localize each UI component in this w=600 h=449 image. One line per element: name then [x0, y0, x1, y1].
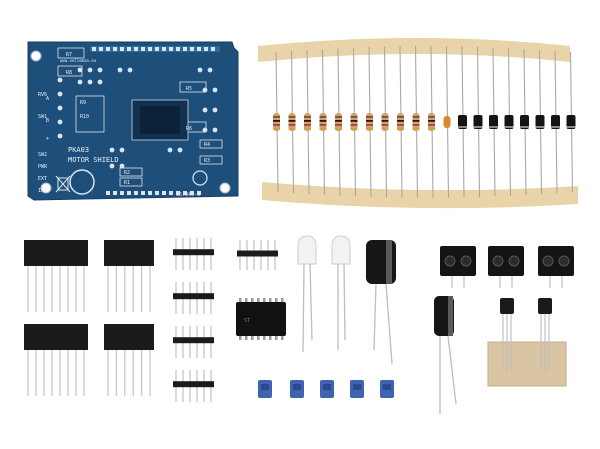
pcb-label: R7	[66, 52, 72, 58]
transistors-on-thermal-pad	[487, 298, 567, 387]
pcb-label: R5	[186, 86, 192, 92]
pin-header	[173, 282, 214, 314]
pcb-label: PWR	[38, 164, 48, 170]
svg-text:ST: ST	[244, 318, 250, 324]
stacking-header	[104, 240, 154, 312]
screw-terminal	[538, 246, 574, 288]
diode	[551, 115, 560, 129]
pcb-label: EXT	[38, 176, 47, 182]
pcb-label: R2	[124, 170, 130, 176]
screw-terminal	[440, 246, 476, 288]
pcb-label: R10	[80, 114, 89, 120]
diode	[520, 115, 529, 129]
pin-header	[173, 370, 214, 402]
pcb-label: INT	[38, 188, 47, 194]
pin-header	[173, 238, 214, 270]
jumper-cap	[350, 380, 364, 398]
pin-header	[237, 240, 278, 270]
taped-resistors-and-diodes	[273, 46, 576, 198]
pcb-label: SW2	[38, 152, 47, 158]
pcb-label: +	[46, 136, 49, 142]
pin-headers	[173, 238, 278, 402]
pcb-label: SW1	[38, 114, 47, 120]
diode	[473, 115, 483, 129]
pcb-website: www.velleman.eu	[60, 58, 97, 63]
diode	[489, 115, 498, 129]
electrolytic-capacitor-large	[366, 240, 396, 365]
pcb-label: R8	[66, 70, 72, 76]
electrolytic-capacitor-small	[434, 296, 457, 414]
pcb-label: R6	[186, 126, 192, 132]
stacking-header	[24, 240, 88, 312]
pcb-label: B	[46, 118, 49, 124]
stacking-header	[24, 324, 88, 396]
small-diode	[443, 116, 451, 128]
pcb-title-line1: PKA03	[68, 146, 89, 154]
screw-terminals	[440, 246, 574, 288]
pcb-label: RV6	[38, 92, 47, 98]
screw-terminal	[488, 246, 524, 288]
diode	[566, 115, 576, 129]
capacitor-footprint	[69, 169, 95, 195]
stacking-headers	[24, 240, 154, 396]
pcb-title-line2: MOTOR SHIELD	[68, 156, 119, 164]
diode	[535, 115, 545, 129]
led-left	[297, 235, 317, 353]
pcb-label: A	[46, 96, 49, 102]
stacking-header	[104, 324, 154, 396]
diode	[504, 115, 514, 129]
jumper-cap	[290, 380, 304, 398]
pcb-label: R4	[204, 142, 210, 148]
component-tape	[258, 38, 578, 209]
motor-shield-pcb: PKA03 MOTOR SHIELD 15.846-0 www.velleman…	[27, 41, 239, 201]
pcb-version: 15.846-0	[176, 192, 200, 198]
jumper-cap	[320, 380, 334, 398]
motor-driver-ic: ST	[236, 298, 286, 340]
jumper-cap	[258, 380, 272, 398]
pcb-label: R9	[80, 100, 86, 106]
pcb-label: R1	[124, 180, 130, 186]
diode	[458, 115, 467, 129]
pin-header	[173, 326, 214, 358]
weee-icon	[57, 177, 69, 191]
pcb-pads	[57, 47, 223, 195]
pcb-label: R3	[204, 158, 210, 164]
jumper-cap	[380, 380, 394, 398]
led-right	[331, 235, 351, 350]
jumpers	[258, 380, 394, 398]
